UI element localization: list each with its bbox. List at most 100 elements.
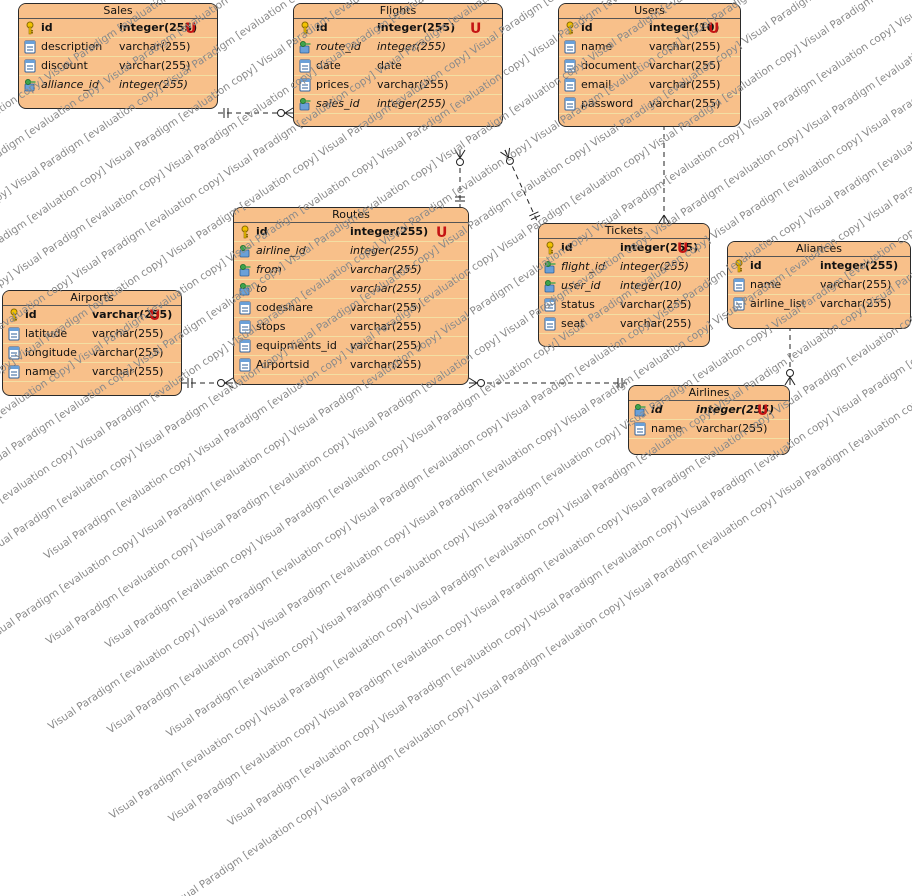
crowfoot-marker [504, 149, 509, 158]
column-icon [732, 297, 746, 311]
column-name: password [581, 97, 634, 110]
column-name: name [750, 278, 782, 291]
column-type: varchar(255) [377, 78, 449, 91]
column-type: integer(255) [696, 403, 775, 416]
foreign-key-icon [238, 263, 252, 277]
column-type: integer(255) [620, 260, 689, 273]
column-icon [543, 317, 557, 331]
column-icon [238, 358, 252, 372]
column-name: name [581, 40, 613, 53]
column-type: varchar(255) [649, 97, 721, 110]
relationship-layer [182, 107, 796, 389]
column-icon [238, 320, 252, 334]
column-type: varchar(255) [820, 297, 892, 310]
entity-column-row[interactable]: stops varchar(255) [234, 318, 468, 337]
entity-title: Flights [294, 4, 502, 19]
column-icon [563, 59, 577, 73]
column-icon [543, 298, 557, 312]
column-type: integer(255) [377, 40, 446, 53]
crowfoot-marker [663, 214, 670, 224]
column-icon [563, 97, 577, 111]
entity-column-row[interactable]: name varchar(255) [728, 276, 910, 295]
column-name: latitude [25, 327, 68, 340]
entity-column-row[interactable]: name varchar(255) [559, 38, 740, 57]
column-icon [633, 422, 647, 436]
key-icon [7, 308, 21, 322]
key-icon [23, 21, 37, 35]
crowfoot-marker [468, 377, 478, 384]
column-type: varchar(255) [820, 278, 892, 291]
column-type: varchar(255) [350, 263, 422, 276]
column-type: varchar(255) [92, 327, 164, 340]
column-type: varchar(255) [649, 40, 721, 53]
column-name: id [25, 308, 37, 321]
foreign-key-icon [298, 97, 312, 111]
column-name: airline_id [256, 244, 306, 257]
key-icon [563, 21, 577, 35]
column-type: varchar(255) [92, 365, 164, 378]
column-name: user_id [561, 279, 601, 292]
column-type: varchar(255) [350, 320, 422, 333]
unique-marker: U [470, 21, 482, 37]
foreign-key-icon [633, 403, 647, 417]
unique-marker: U [185, 21, 197, 37]
column-name: document [581, 59, 637, 72]
column-icon [563, 78, 577, 92]
column-name: id [750, 259, 762, 272]
entity-column-row[interactable]: password varchar(255) [559, 95, 740, 114]
column-type: date [377, 59, 402, 72]
column-type: varchar(255) [119, 40, 191, 53]
column-name: stops [256, 320, 286, 333]
entity-title: Routes [234, 208, 468, 223]
crowfoot-marker [454, 149, 461, 159]
entity-column-row[interactable]: latitude varchar(255) [3, 325, 181, 344]
column-icon [23, 40, 37, 54]
optional-marker [786, 369, 794, 377]
column-icon [238, 339, 252, 353]
column-name: alliance_id [41, 78, 99, 91]
column-type: varchar(255) [649, 78, 721, 91]
crowfoot-marker [789, 376, 796, 386]
key-icon [298, 21, 312, 35]
column-icon [7, 327, 21, 341]
